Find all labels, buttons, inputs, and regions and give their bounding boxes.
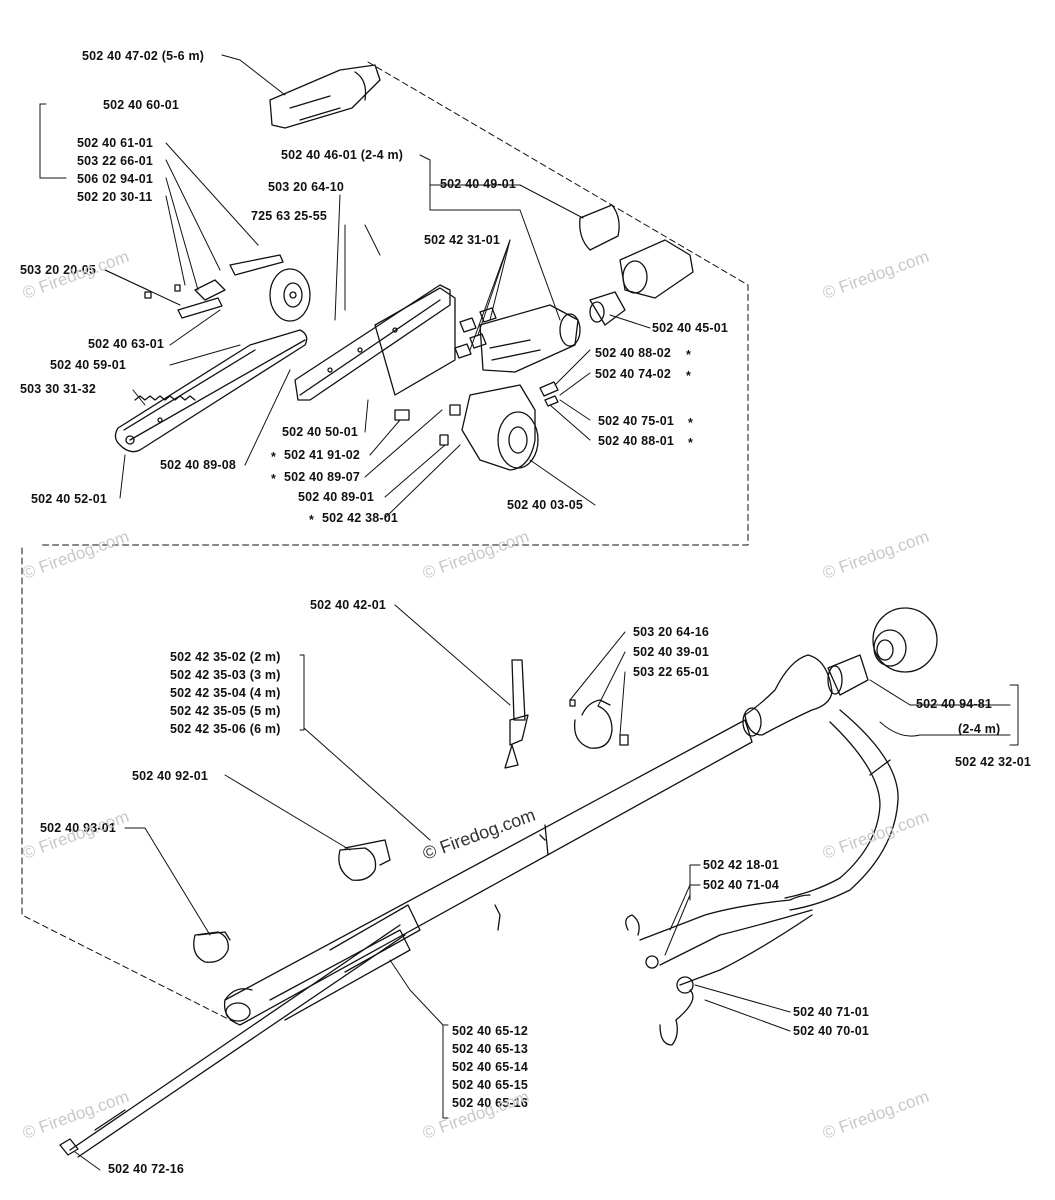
label-88-01: 502 40 88-01 <box>598 434 675 448</box>
label-25-55: 725 63 25-55 <box>251 209 328 223</box>
label-91-02: 502 41 91-02 <box>284 448 361 462</box>
strap <box>504 659 529 769</box>
label-89-01: 502 40 89-01 <box>298 490 375 504</box>
label-42-01: 502 40 42-01 <box>310 598 387 612</box>
label-88-02: 502 40 88-02 <box>595 346 672 360</box>
label-65-13: 502 40 65-13 <box>452 1042 529 1056</box>
label-31-01: 502 42 31-01 <box>424 233 501 247</box>
label-38-01: 502 42 38-01 <box>322 511 399 525</box>
label-49-01: 502 40 49-01 <box>440 177 517 191</box>
small-screws <box>394 381 559 446</box>
gear-housing <box>449 384 539 471</box>
label-35-06: 502 42 35-06 (6 m) <box>170 722 281 736</box>
label-71-01: 502 40 71-01 <box>793 1005 870 1019</box>
label-20-05: 503 20 20-05 <box>20 263 97 277</box>
clamp-upper <box>569 699 629 749</box>
label-sleeve: 502 40 47-02 (5-6 m) <box>82 49 205 63</box>
inner-tube <box>59 924 406 1158</box>
label-39-01: 502 40 39-01 <box>633 645 710 659</box>
label-89-08: 502 40 89-08 <box>160 458 237 472</box>
frame-plate <box>294 284 456 401</box>
label-74-02: 502 40 74-02 <box>595 367 672 381</box>
leader-lines-upper <box>39 54 651 519</box>
label-32-01: 502 42 32-01 <box>955 755 1032 769</box>
label-94-81: 502 40 94-81 <box>916 697 993 711</box>
label-35-05: 502 42 35-05 (5 m) <box>170 704 281 718</box>
label-asterisk-91-02: * <box>271 450 277 464</box>
housing-cone <box>742 607 938 737</box>
label-30-11: 502 20 30-11 <box>77 190 153 204</box>
label-asterisk-74-02: * <box>686 369 692 383</box>
label-92-01: 502 40 92-01 <box>132 769 209 783</box>
label-asterisk-88-01: * <box>688 436 694 450</box>
label-45-01: 502 40 45-01 <box>652 321 729 335</box>
label-46-01: 502 40 46-01 (2-4 m) <box>281 148 404 162</box>
clamp-93 <box>193 931 231 963</box>
label-18-01: 502 42 18-01 <box>703 858 780 872</box>
label-65-12: 502 40 65-12 <box>452 1024 529 1038</box>
label-31-32: 503 30 31-32 <box>20 382 97 396</box>
label-64-16: 503 20 64-16 <box>633 625 710 639</box>
clamp-92 <box>338 839 391 881</box>
label-89-07: 502 40 89-07 <box>284 470 361 484</box>
sprocket <box>269 268 311 322</box>
label-65-01: 503 22 65-01 <box>633 665 710 679</box>
label-71-04: 502 40 71-04 <box>703 878 780 892</box>
dashed-outline-upper <box>21 61 749 1026</box>
label-75-01: 502 40 75-01 <box>598 414 675 428</box>
label-66-01: 503 22 66-01 <box>77 154 154 168</box>
label-2-4m: (2-4 m) <box>958 722 1001 736</box>
label-94-01: 506 02 94-01 <box>77 172 154 186</box>
bolts <box>454 307 497 359</box>
label-93-01: 502 40 93-01 <box>40 821 117 835</box>
main-tube <box>223 719 753 1026</box>
label-72-16: 502 40 72-16 <box>108 1162 185 1176</box>
flex-shaft <box>784 709 899 911</box>
label-35-04: 502 42 35-04 (4 m) <box>170 686 281 700</box>
label-65-14: 502 40 65-14 <box>452 1060 529 1074</box>
label-59-01: 502 40 59-01 <box>50 358 127 372</box>
label-asterisk-89-07: * <box>271 472 277 486</box>
label-70-01: 502 40 70-01 <box>793 1024 870 1038</box>
label-asterisk-88-02: * <box>686 348 692 362</box>
gear-housing-right <box>479 204 694 373</box>
label-35-03: 502 42 35-03 (3 m) <box>170 668 281 682</box>
label-03-05: 502 40 03-05 <box>507 498 584 512</box>
label-35-02: 502 42 35-02 (2 m) <box>170 650 281 664</box>
label-group-60-01: 502 40 60-01 <box>103 98 180 112</box>
label-64-10: 503 20 64-10 <box>268 180 345 194</box>
leader-lines-lower <box>74 604 1019 1171</box>
label-63-01: 502 40 63-01 <box>88 337 165 351</box>
label-61-01: 502 40 61-01 <box>77 136 154 150</box>
label-65-15: 502 40 65-15 <box>452 1078 529 1092</box>
label-52-01: 502 40 52-01 <box>31 492 108 506</box>
label-asterisk-38-01: * <box>309 513 315 527</box>
tensioner <box>144 254 284 319</box>
sleeve-upper <box>269 64 381 129</box>
throttle-cable <box>625 894 813 1046</box>
label-50-01: 502 40 50-01 <box>282 425 359 439</box>
label-asterisk-75-01: * <box>688 416 694 430</box>
label-65-16: 502 40 65-16 <box>452 1096 529 1110</box>
guide-bar <box>114 329 308 453</box>
